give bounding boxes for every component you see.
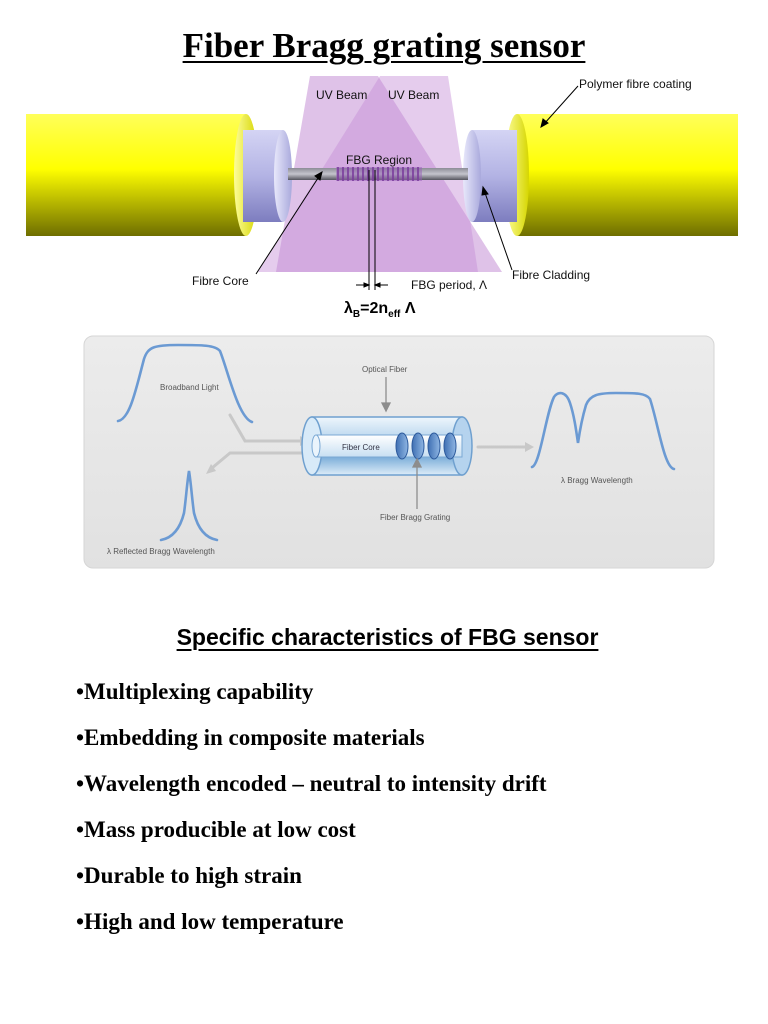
section-heading: Specific characteristics of FBG sensor [176,624,599,650]
list-item: •High and low temperature [76,909,344,934]
list-item: •Durable to high strain [76,863,302,888]
fbg-principle-diagram: Broadband Light Optical Fiber Fiber Core… [83,335,715,569]
optical-fiber-label: Optical Fiber [362,365,408,374]
fiber-bragg-grating-label: Fiber Bragg Grating [380,513,450,522]
fibre-cladding-label: Fibre Cladding [512,268,590,282]
fbg-grating-lines [336,167,422,181]
bragg-equation: λB=2neff Λ [344,300,416,320]
fiber-core-label: Fiber Core [342,443,380,452]
polymer-coating-left [26,114,258,236]
fbg-period-marker [356,170,388,290]
polymer-coating-label: Polymer fibre coating [579,77,692,91]
fbg-structure-diagram: UV Beam UV Beam FBG Region Polymer fibre… [26,76,738,320]
cladding-leader [483,189,513,271]
fibre-cladding-right [463,130,517,222]
fibre-core-label: Fibre Core [192,274,249,288]
feature-list: •Multiplexing capability •Embedding in c… [76,676,547,952]
fiber-bragg-grating-discs [395,432,457,460]
optical-fiber [301,416,473,476]
reflected-wavelength-label: λ Reflected Bragg Wavelength [107,547,215,556]
fibre-cladding-left [243,130,292,222]
broadband-light-label: Broadband Light [160,383,219,392]
reflected-light-arrow [210,451,307,470]
list-item: •Wavelength encoded – neutral to intensi… [76,771,547,796]
list-item: •Embedding in composite materials [76,725,425,750]
reflected-spectrum [159,470,219,542]
page-title: Fiber Bragg grating sensor [182,26,586,65]
coating-leader [543,85,579,125]
fbg-period-label: FBG period, Λ [411,278,487,292]
input-light-arrow [228,413,307,443]
transmitted-spectrum [530,391,676,471]
core-leader [255,174,321,275]
broadband-spectrum [116,343,254,424]
uv-beam-left-label: UV Beam [316,88,367,102]
fbg-region-label: FBG Region [346,153,412,167]
polymer-coating-right [505,114,738,236]
uv-beam-right-label: UV Beam [388,88,439,102]
list-item: •Mass producible at low cost [76,817,356,842]
bragg-wavelength-label: λ Bragg Wavelength [561,476,633,485]
list-item: •Multiplexing capability [76,679,314,704]
